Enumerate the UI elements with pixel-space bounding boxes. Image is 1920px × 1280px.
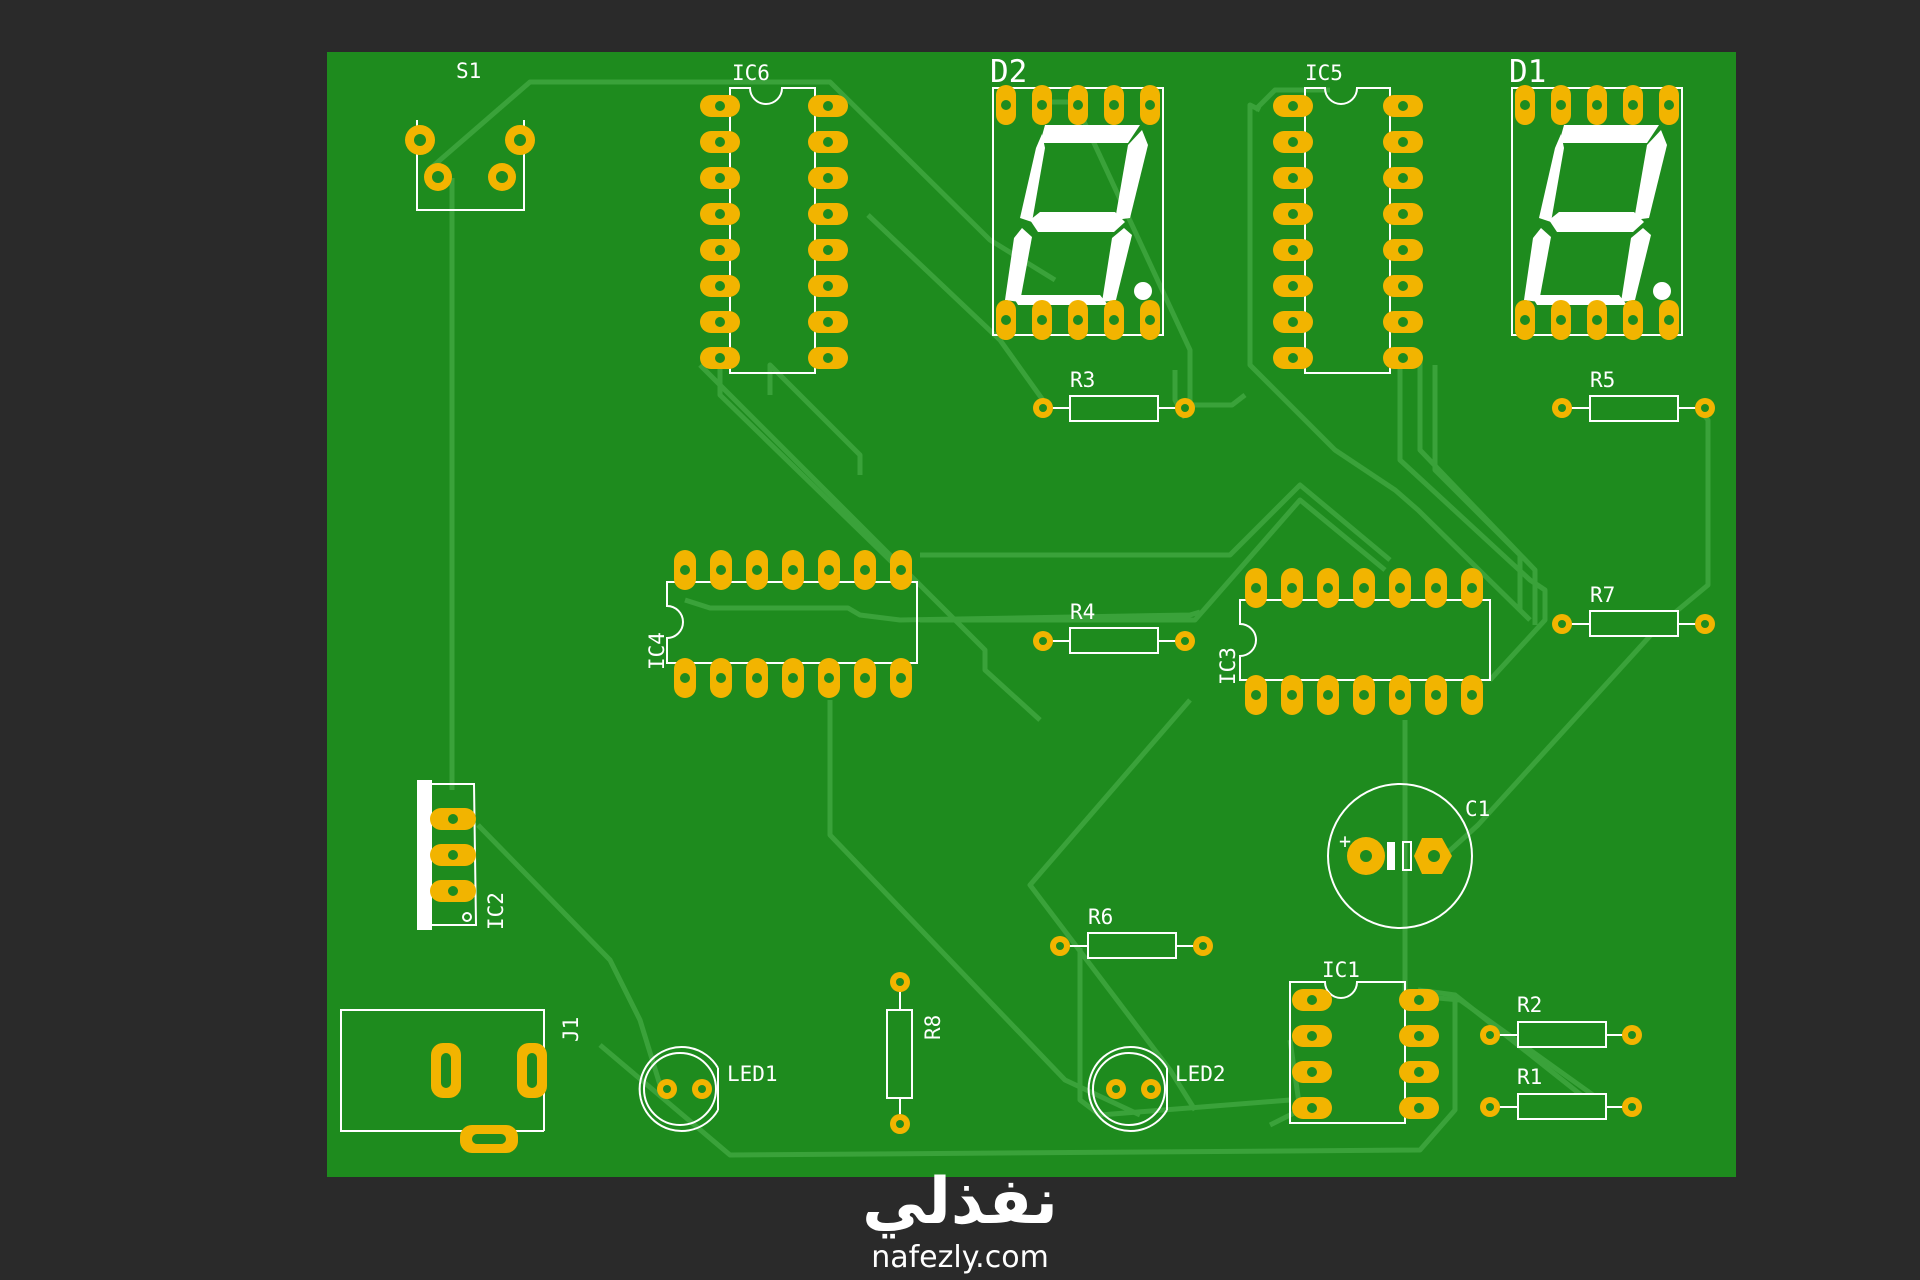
ic4-chip[interactable] — [666, 550, 918, 698]
ic1-chip[interactable] — [1289, 981, 1439, 1124]
watermark-url: nafezly.com — [871, 1240, 1049, 1275]
ic2-regulator[interactable] — [417, 780, 478, 930]
dc-jack-j1[interactable] — [340, 1009, 547, 1153]
label-j1: J1 — [559, 1017, 583, 1042]
resistor-r7[interactable] — [1552, 610, 1715, 637]
label-r7: R7 — [1590, 583, 1615, 607]
label-ic3: IC3 — [1216, 647, 1240, 685]
label-r3: R3 — [1070, 368, 1095, 392]
resistor-r2[interactable] — [1480, 1021, 1642, 1048]
label-r8: R8 — [921, 1015, 945, 1040]
ic5-chip[interactable] — [1273, 87, 1423, 374]
label-led1: LED1 — [727, 1062, 778, 1086]
label-ic2: IC2 — [484, 892, 508, 930]
silkscreen-labels: S1 IC6 D2 IC5 D1 R3 R5 R4 R7 C1 + R6 IC1… — [456, 54, 1615, 1089]
label-ic6: IC6 — [732, 61, 770, 85]
capacitor-c1[interactable] — [1327, 783, 1473, 929]
label-c1-plus: + — [1339, 829, 1351, 853]
label-ic4: IC4 — [645, 632, 669, 670]
d1-seven-segment[interactable] — [1511, 85, 1683, 340]
label-ic5: IC5 — [1305, 61, 1343, 85]
resistor-r6[interactable] — [1050, 932, 1213, 959]
label-d1: D1 — [1509, 54, 1546, 90]
resistor-r1[interactable] — [1480, 1093, 1642, 1120]
label-r6: R6 — [1088, 905, 1113, 929]
label-ic1: IC1 — [1322, 958, 1360, 982]
label-r1: R1 — [1517, 1065, 1542, 1089]
watermark-logo-arabic: نفذلي — [862, 1165, 1058, 1239]
resistor-r8[interactable] — [886, 972, 913, 1134]
switch-s1[interactable] — [405, 120, 535, 211]
resistor-r3[interactable] — [1033, 395, 1195, 422]
label-r2: R2 — [1517, 993, 1542, 1017]
resistor-r4[interactable] — [1033, 627, 1195, 654]
ic3-chip[interactable] — [1239, 568, 1491, 715]
label-s1: S1 — [456, 59, 481, 83]
copper-traces — [430, 79, 1711, 1158]
led2[interactable] — [1087, 1046, 1168, 1132]
label-led2: LED2 — [1175, 1062, 1226, 1086]
label-r5: R5 — [1590, 368, 1615, 392]
label-r4: R4 — [1070, 600, 1095, 624]
d2-seven-segment[interactable] — [992, 85, 1164, 340]
led1[interactable] — [638, 1046, 719, 1132]
label-c1: C1 — [1465, 797, 1490, 821]
resistor-r5[interactable] — [1552, 395, 1715, 422]
label-d2: D2 — [990, 54, 1027, 90]
ic6-chip[interactable] — [700, 87, 848, 374]
